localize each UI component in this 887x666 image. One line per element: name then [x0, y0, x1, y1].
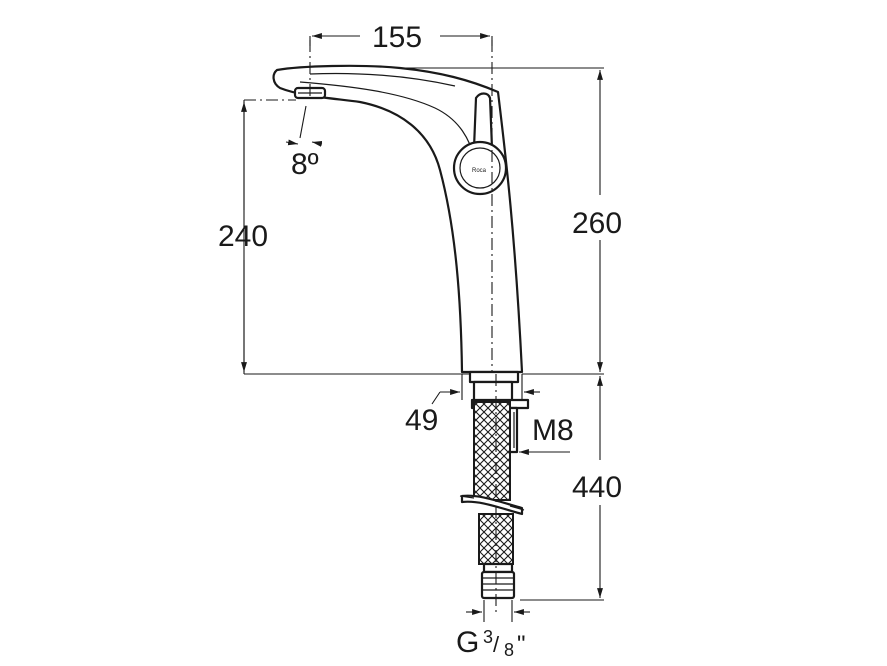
dimension-g38: G 3 / 8 " — [456, 600, 530, 660]
dimension-240: 240 — [218, 100, 470, 375]
dim-label-240: 240 — [218, 220, 268, 253]
dim-label-260: 260 — [572, 207, 622, 240]
dim-label-155: 155 — [372, 21, 422, 54]
dim-label-440: 440 — [572, 471, 622, 504]
dim-label-thread-slash: / — [493, 632, 500, 657]
dim-label-m8: M8 — [532, 414, 574, 447]
dim-label-thread-den: 8 — [504, 640, 514, 660]
dimension-260: 260 — [400, 67, 622, 375]
dimension-m8: M8 — [519, 414, 574, 455]
hose-nut — [480, 562, 516, 600]
flexible-hose — [459, 401, 525, 600]
dim-label-inch-mark: " — [517, 631, 526, 658]
center-lines — [244, 40, 497, 615]
dimension-8-degree: 8º — [285, 105, 323, 181]
dimension-155: 155 — [309, 21, 493, 54]
dimension-49: 49 — [405, 374, 540, 437]
dim-label-49: 49 — [405, 404, 438, 437]
dimension-440: 440 — [520, 376, 622, 601]
faucet-body — [272, 64, 524, 374]
dim-label-8: 8º — [291, 148, 319, 181]
dim-label-g: G — [456, 626, 479, 659]
dim-label-thread-num: 3 — [483, 627, 493, 647]
brand-logo: Roca — [472, 168, 487, 174]
